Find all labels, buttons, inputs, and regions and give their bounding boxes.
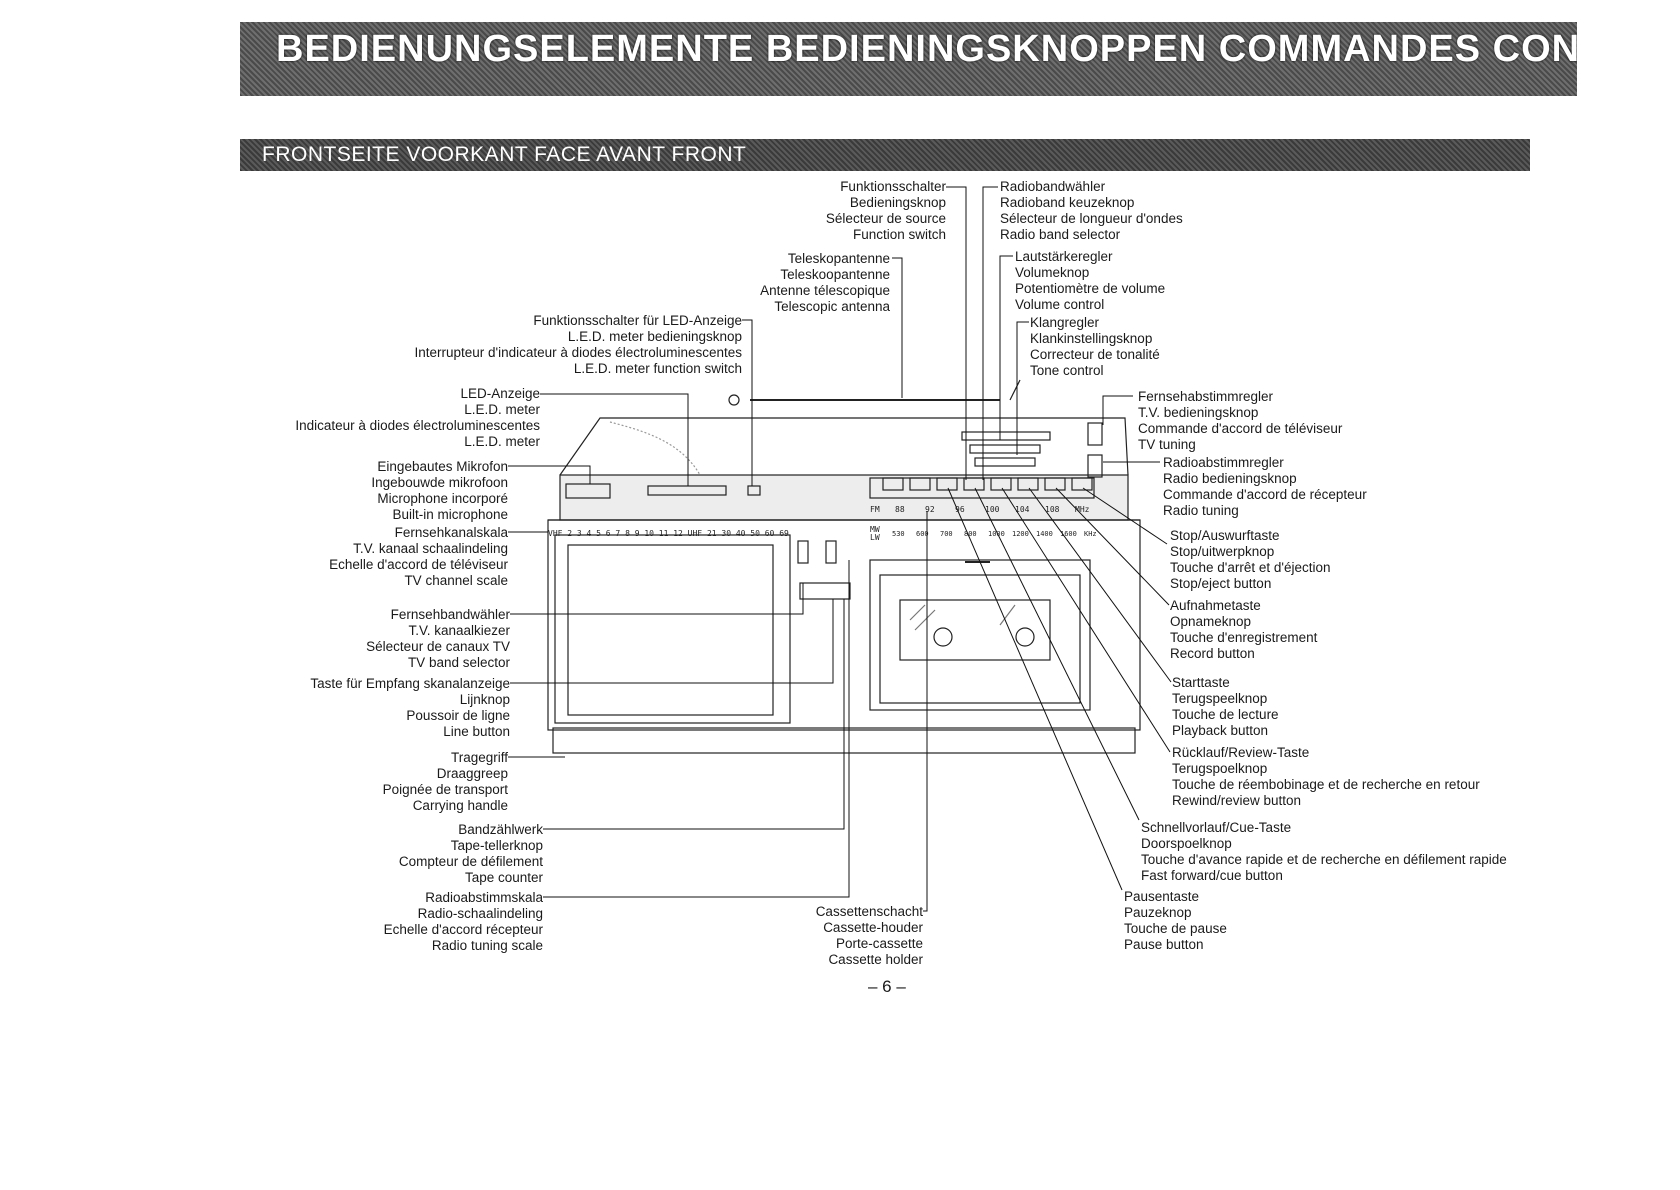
am-scale-tick: 1000 bbox=[988, 530, 1005, 538]
page-title: BEDIENUNGSELEMENTE BEDIENINGSKNOPPEN COM… bbox=[276, 28, 1577, 70]
fm-band-label: FM bbox=[870, 505, 880, 514]
fm-scale-tick: 92 bbox=[925, 505, 935, 514]
fm-scale-tick: 104 bbox=[1015, 505, 1030, 514]
am-scale-tick: 700 bbox=[940, 530, 953, 538]
fm-scale-tick: MHz bbox=[1075, 505, 1090, 514]
am-scale-tick: 530 bbox=[892, 530, 905, 538]
am-scale-tick: 600 bbox=[916, 530, 929, 538]
mw-band-label: MW bbox=[870, 525, 880, 534]
am-scale-tick: 800 bbox=[964, 530, 977, 538]
am-scale-tick: 1200 bbox=[1012, 530, 1029, 538]
section-banner: FRONTSEITE VOORKANT FACE AVANT FRONT bbox=[240, 139, 1530, 171]
lw-band-label: LW bbox=[870, 533, 880, 542]
fm-scale-tick: 96 bbox=[955, 505, 965, 514]
tv-channel-scale-text: VHF 2 3 4 5 6 7 8 9 10 11 12 UHF 21 30 4… bbox=[548, 529, 789, 538]
section-title: FRONTSEITE VOORKANT FACE AVANT FRONT bbox=[262, 143, 747, 166]
fm-scale-tick: 88 bbox=[895, 505, 905, 514]
am-scale-tick: 1400 bbox=[1036, 530, 1053, 538]
fm-scale-tick: 108 bbox=[1045, 505, 1060, 514]
am-scale-tick: KHz bbox=[1084, 530, 1097, 538]
fm-scale-tick: 100 bbox=[985, 505, 1000, 514]
page-number: – 6 – bbox=[868, 977, 906, 996]
am-scale-tick: 1600 bbox=[1060, 530, 1077, 538]
title-banner: BEDIENUNGSELEMENTE BEDIENINGSKNOPPEN COM… bbox=[240, 22, 1577, 96]
